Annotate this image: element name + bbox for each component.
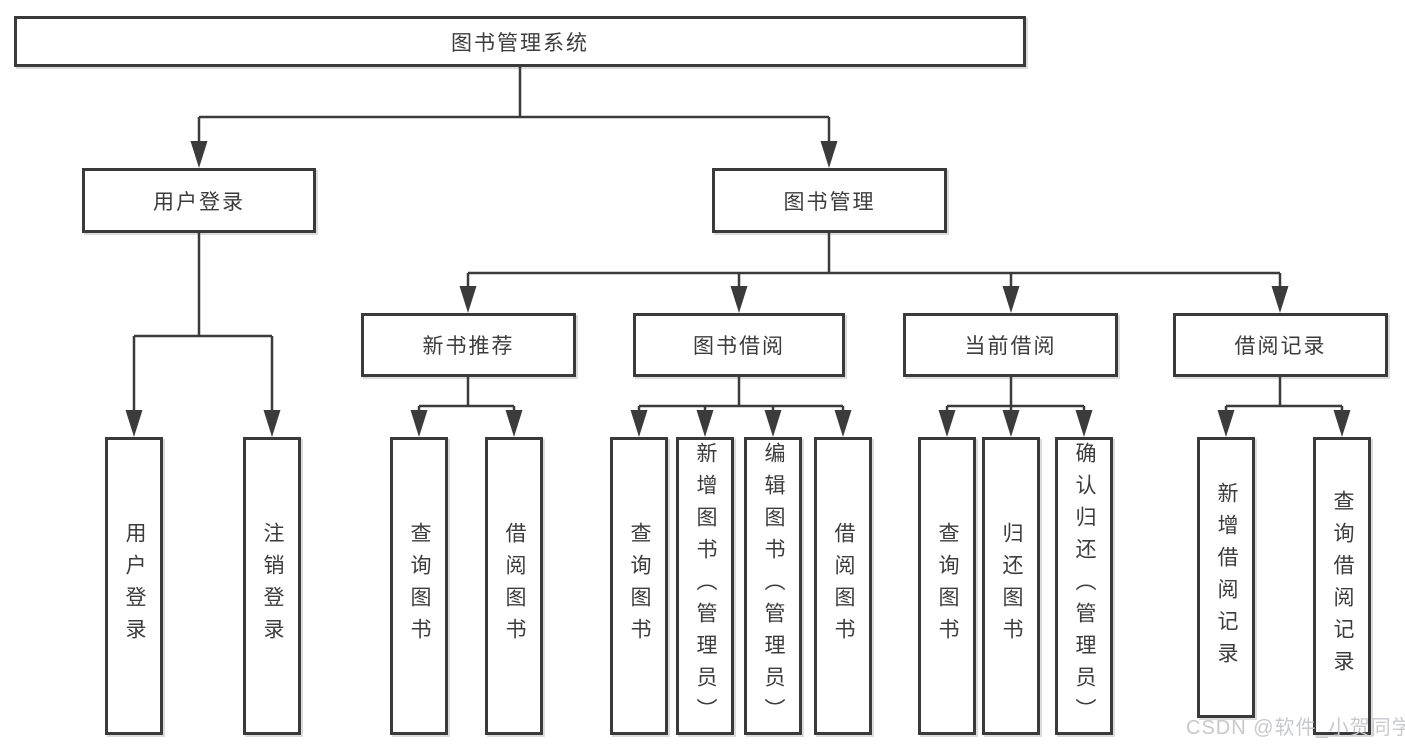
node-logout: 注销登录	[243, 437, 301, 735]
node-borrow-books: 借阅图书	[814, 437, 872, 735]
node-add-borrow-record: 新增借阅记录	[1197, 437, 1255, 718]
node-label: 查询借阅记录	[1331, 490, 1354, 682]
node-label: 查询图书	[408, 522, 431, 650]
node-label: 查询图书	[628, 522, 651, 650]
node-label: 查询图书	[936, 522, 959, 650]
node-label: 归还图书	[1000, 522, 1023, 650]
node-user-login: 用户登录	[82, 168, 316, 233]
node-label: 编辑图书（管理员）	[762, 442, 785, 730]
node-book-borrowing: 图书借阅	[633, 313, 845, 377]
node-new-book-recommendation: 新书推荐	[361, 313, 576, 377]
node-add-book-admin: 新增图书（管理员）	[676, 437, 734, 735]
node-borrow-books-recommend: 借阅图书	[485, 437, 543, 735]
node-query-books-borrow: 查询图书	[610, 437, 668, 735]
node-label: 确认归还（管理员）	[1073, 442, 1096, 730]
node-label: 借阅记录	[1234, 335, 1327, 358]
tree-connector-path	[132, 67, 1344, 413]
node-borrowing-records: 借阅记录	[1173, 313, 1388, 377]
node-label: 借阅图书	[503, 522, 526, 650]
node-label: 新增图书（管理员）	[694, 442, 717, 730]
node-label: 图书管理系统	[451, 31, 589, 55]
node-book-management: 图书管理	[712, 168, 947, 233]
node-label: 图书管理	[783, 190, 876, 214]
node-current-borrowing: 当前借阅	[903, 313, 1118, 377]
node-query-books-current: 查询图书	[918, 437, 976, 735]
node-library-system: 图书管理系统	[14, 16, 1026, 67]
node-login: 用户登录	[105, 437, 163, 735]
watermark: CSDN @软件_小贺同学	[1186, 717, 1405, 739]
node-label: 用户登录	[123, 522, 146, 650]
node-confirm-return-admin: 确认归还（管理员）	[1055, 437, 1113, 735]
node-label: 用户登录	[153, 190, 245, 214]
node-label: 注销登录	[261, 522, 284, 650]
node-query-borrow-record: 查询借阅记录	[1313, 437, 1371, 735]
arrowhead-icons	[125, 141, 1351, 437]
node-label: 借阅图书	[832, 522, 855, 650]
node-label: 新增借阅记录	[1215, 481, 1238, 674]
node-label: 当前借阅	[964, 335, 1057, 358]
node-return-book: 归还图书	[982, 437, 1040, 735]
node-query-books-recommend: 查询图书	[390, 437, 448, 735]
node-label: 新书推荐	[422, 335, 515, 358]
node-edit-book-admin: 编辑图书（管理员）	[744, 437, 802, 735]
node-label: 图书借阅	[693, 335, 785, 358]
